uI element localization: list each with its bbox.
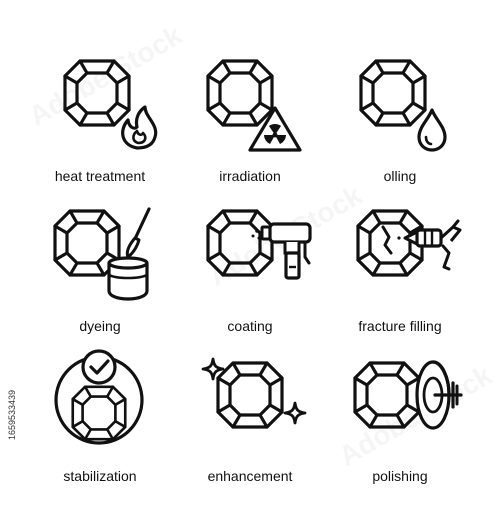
icon-tile-heat-treatment: heat treatment (25, 55, 175, 205)
icon-tile-stabilization: stabilization (25, 349, 175, 505)
gem-cracked-injector-icon (356, 209, 462, 277)
icon-tile-enhancement: enhancement (175, 355, 325, 505)
label-enhancement: enhancement (207, 468, 293, 484)
gem-sparkle-icon (201, 357, 307, 429)
gem-spray-gun-icon (206, 209, 312, 280)
gem-flame-icon (63, 59, 158, 150)
label-fracture-filling: fracture filling (358, 318, 442, 334)
icon-tile-olling: olling (325, 55, 475, 205)
label-dyeing: dyeing (79, 318, 121, 334)
gem-check-badge-icon (54, 349, 144, 445)
gem-polishing-wheel-icon (353, 360, 463, 430)
icon-tile-dyeing: dyeing (25, 205, 175, 355)
label-heat-treatment: heat treatment (54, 168, 146, 184)
stock-id-text: 1659533439 (7, 389, 17, 440)
label-olling: olling (383, 168, 417, 184)
label-stabilization: stabilization (63, 468, 137, 484)
icon-tile-coating: coating (175, 205, 325, 355)
label-coating: coating (227, 318, 273, 334)
icon-tile-polishing: polishing (325, 355, 475, 505)
gem-oil-drop-icon (359, 59, 447, 152)
gem-radiation-icon (206, 59, 302, 152)
gem-dye-pot-icon (53, 207, 151, 301)
icon-tile-fracture-filling: fracture filling (325, 205, 475, 355)
label-irradiation: irradiation (219, 168, 281, 184)
icon-tile-irradiation: irradiation (175, 55, 325, 205)
label-polishing: polishing (372, 468, 428, 484)
stock-id: 1659533439 (0, 0, 17, 500)
